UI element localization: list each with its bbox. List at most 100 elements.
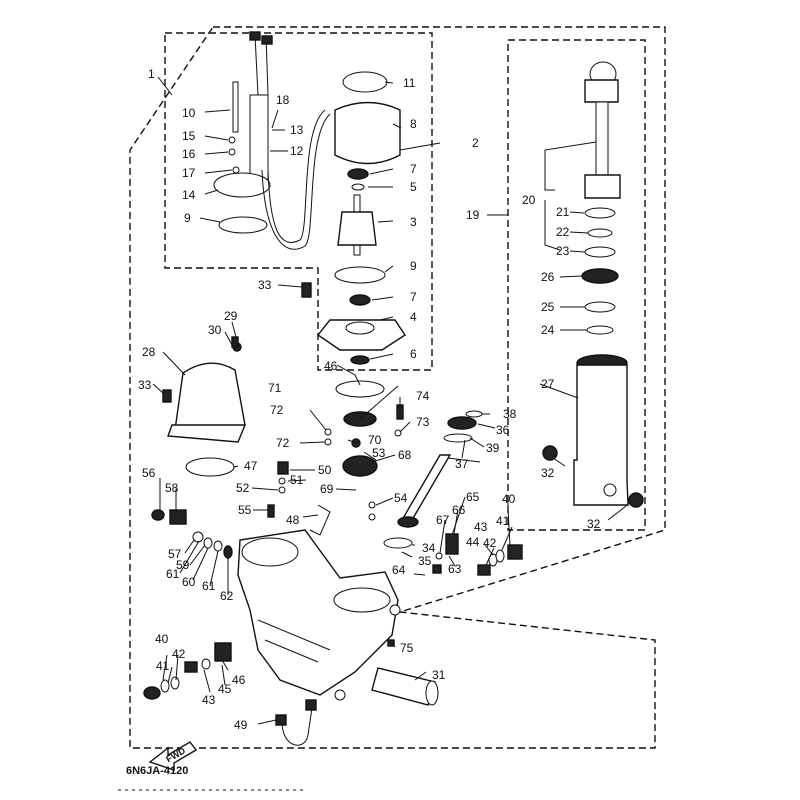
piston <box>584 174 621 199</box>
washer <box>324 438 332 446</box>
outer-assembly-boundary <box>129 26 666 749</box>
housing-detail <box>257 619 331 663</box>
o-ring <box>586 325 614 335</box>
washer <box>228 148 236 156</box>
armature <box>337 211 377 246</box>
wire-terminal <box>261 35 273 45</box>
callout-label: 61 <box>166 567 180 581</box>
tilt-shaft-end <box>425 680 439 706</box>
callout-label: 31 <box>432 668 446 682</box>
o-ring <box>185 457 235 477</box>
callout-label: 36 <box>496 423 510 437</box>
o-ring <box>160 679 170 693</box>
callout-label: 32 <box>587 517 601 531</box>
cylinder-mount-hole <box>603 483 617 497</box>
callout-label: 41 <box>496 514 510 528</box>
callout-label: 8 <box>410 117 417 131</box>
callout-label: 20 <box>522 193 536 207</box>
washer <box>435 552 443 560</box>
callout-label: 9 <box>184 211 191 225</box>
check-valve <box>445 533 459 555</box>
washer <box>278 486 286 494</box>
pump-body <box>237 529 439 706</box>
bolt <box>162 389 172 403</box>
callout-label: 42 <box>172 647 186 661</box>
washer <box>324 428 332 436</box>
pipe-union <box>305 699 317 711</box>
callout-label: 13 <box>290 123 304 137</box>
spring <box>477 564 491 576</box>
callout-label: 69 <box>320 482 334 496</box>
callout-label: 55 <box>238 503 252 517</box>
callout-label: 58 <box>165 481 179 495</box>
valve-fitting <box>169 509 187 525</box>
callout-label: 19 <box>466 208 480 222</box>
callout-label: 16 <box>182 147 196 161</box>
callout-label: 39 <box>486 441 500 455</box>
callout-label: 72 <box>270 403 284 417</box>
callout-label: 5 <box>410 180 417 194</box>
housing-port <box>389 604 401 616</box>
callout-label: 61 <box>202 579 216 593</box>
callout-label: 50 <box>318 463 332 477</box>
reservoir-base <box>167 424 247 443</box>
callout-label: 2 <box>472 136 479 150</box>
drawing-code: 6N6JA-4120 <box>126 765 188 777</box>
o-ring <box>383 537 413 549</box>
bolt <box>301 282 312 298</box>
callout-label: 47 <box>244 459 258 473</box>
pump-gear <box>342 455 378 477</box>
washer <box>351 183 365 191</box>
callout-label: 9 <box>410 259 417 273</box>
o-ring <box>170 676 180 690</box>
o-ring <box>495 549 505 563</box>
callout-label: 21 <box>556 205 570 219</box>
callout-label: 37 <box>455 457 469 471</box>
callout-label: 3 <box>410 215 417 229</box>
valve-seat <box>432 564 442 574</box>
motor-lead-wires <box>254 34 269 96</box>
callout-label: 4 <box>410 310 417 324</box>
callout-label: 7 <box>410 162 417 176</box>
callout-label: 32 <box>541 466 555 480</box>
washer <box>228 136 236 144</box>
callout-label: 72 <box>276 436 290 450</box>
washer <box>278 477 286 485</box>
o-ring <box>203 537 213 549</box>
callout-label: 63 <box>448 562 462 576</box>
bearing <box>349 294 371 306</box>
callout-label: 49 <box>234 718 248 732</box>
o-ring <box>584 301 616 313</box>
plug <box>507 544 523 560</box>
housing-port <box>334 689 346 701</box>
callout-label: 53 <box>372 446 386 460</box>
callout-label: 40 <box>155 632 169 646</box>
callout-label: 10 <box>182 106 196 120</box>
callout-label: 30 <box>208 323 222 337</box>
washer <box>394 429 402 437</box>
screw <box>267 504 275 518</box>
shaft <box>400 454 452 521</box>
callout-label: 43 <box>202 693 216 707</box>
brush-holder-stem <box>249 94 269 186</box>
callout-label: 52 <box>236 481 250 495</box>
stator-yoke <box>334 101 401 165</box>
bushing <box>542 445 558 461</box>
callout-label: 12 <box>290 144 304 158</box>
valve-plug <box>277 461 289 475</box>
callout-label: 60 <box>182 575 196 589</box>
callout-label: 56 <box>142 466 156 480</box>
brush-holder-plate <box>213 172 271 198</box>
callout-label: 43 <box>474 520 488 534</box>
callout-label: 27 <box>541 377 555 391</box>
o-ring <box>584 246 616 258</box>
washer <box>368 501 376 509</box>
assembly-boundaries <box>129 26 666 749</box>
pipe-joint <box>309 504 331 536</box>
wire-terminal <box>249 31 261 41</box>
callout-label: 46 <box>324 359 338 373</box>
piston-rod <box>595 101 609 178</box>
callout-label: 18 <box>276 93 290 107</box>
washer <box>232 166 240 174</box>
plug <box>143 686 161 700</box>
